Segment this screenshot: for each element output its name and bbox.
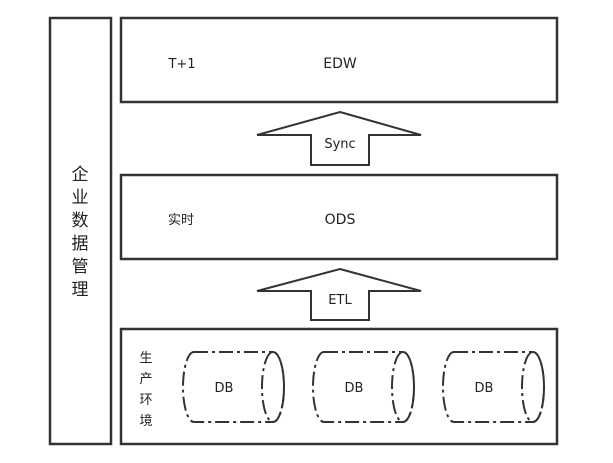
svg-text:境: 境	[139, 414, 152, 429]
ods-box	[119, 173, 559, 261]
database-label-2: DB	[345, 381, 364, 396]
etl-arrow	[256, 267, 422, 321]
sync-label: Sync	[324, 137, 355, 152]
database-label-3: DB	[475, 381, 494, 396]
sync-arrow	[256, 110, 422, 166]
production-environment-label: 生 产 环 境	[139, 351, 152, 429]
ods-prefix: 实时	[168, 213, 194, 228]
ods-title: ODS	[325, 212, 356, 228]
etl-label: ETL	[328, 293, 352, 308]
svg-text:业: 业	[72, 188, 89, 208]
edw-prefix: T+1	[167, 57, 195, 72]
enterprise-data-management-box	[48, 16, 113, 446]
enterprise-data-management-label: 企 业 数 据 管 理	[72, 165, 89, 300]
production-environment-box	[119, 327, 559, 446]
database-cylinder-2	[312, 351, 415, 423]
svg-text:管: 管	[72, 257, 89, 277]
svg-text:产: 产	[139, 372, 152, 387]
svg-text:环: 环	[139, 393, 152, 408]
database-cylinder-3	[442, 351, 545, 423]
database-label-1: DB	[215, 381, 234, 396]
svg-text:生: 生	[139, 351, 152, 366]
edw-box	[119, 16, 559, 104]
database-cylinder-1	[182, 351, 285, 423]
svg-text:企: 企	[72, 165, 89, 185]
svg-text:数: 数	[72, 211, 89, 231]
svg-text:据: 据	[72, 234, 89, 254]
svg-text:理: 理	[72, 280, 89, 300]
edw-title: EDW	[323, 56, 357, 72]
